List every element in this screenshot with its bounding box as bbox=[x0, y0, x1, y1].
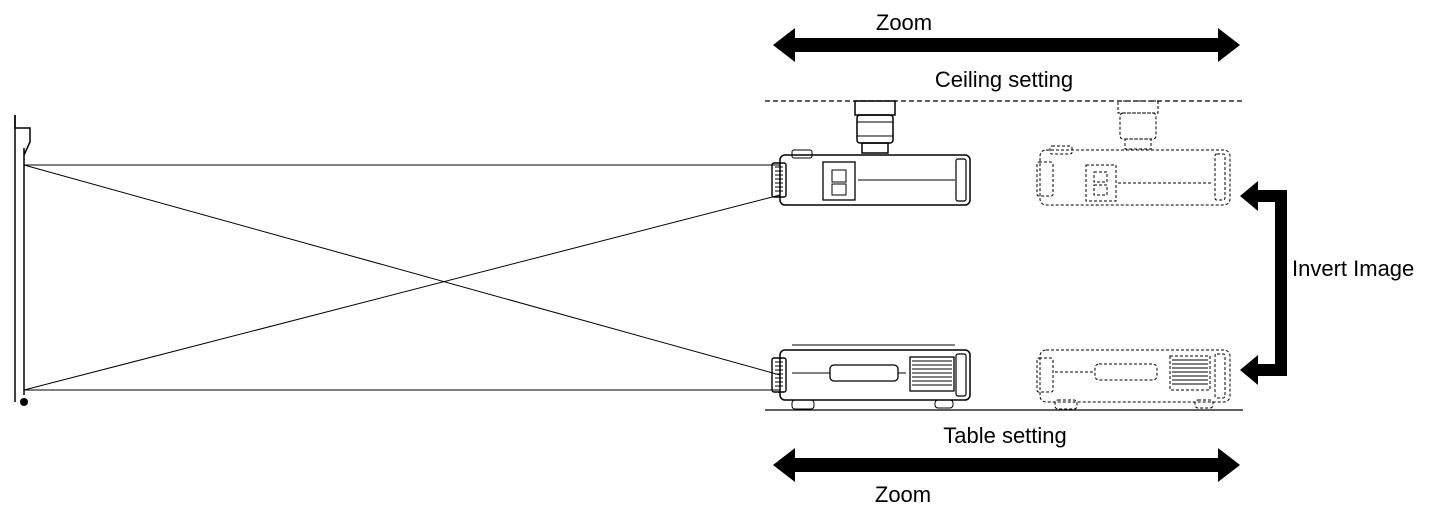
projection-lines bbox=[23, 164, 781, 391]
zoom-arrow-top bbox=[773, 28, 1240, 62]
zoom-arrow-bottom bbox=[773, 448, 1240, 482]
ceiling-projector-ghost bbox=[1036, 100, 1231, 206]
table-projector bbox=[771, 344, 971, 410]
invert-image-arrow bbox=[1240, 181, 1287, 385]
projection-screen bbox=[14, 115, 31, 406]
table-projector-ghost bbox=[1036, 349, 1231, 410]
ceiling-setting-label: Ceiling setting bbox=[935, 67, 1073, 92]
ceiling-projector bbox=[771, 100, 971, 206]
zoom-label-top: Zoom bbox=[876, 10, 932, 35]
table-setting-label: Table setting bbox=[943, 423, 1067, 448]
invert-image-label: Invert Image bbox=[1292, 256, 1414, 281]
screen-base-dot bbox=[20, 398, 28, 406]
zoom-label-bottom: Zoom bbox=[875, 482, 931, 507]
